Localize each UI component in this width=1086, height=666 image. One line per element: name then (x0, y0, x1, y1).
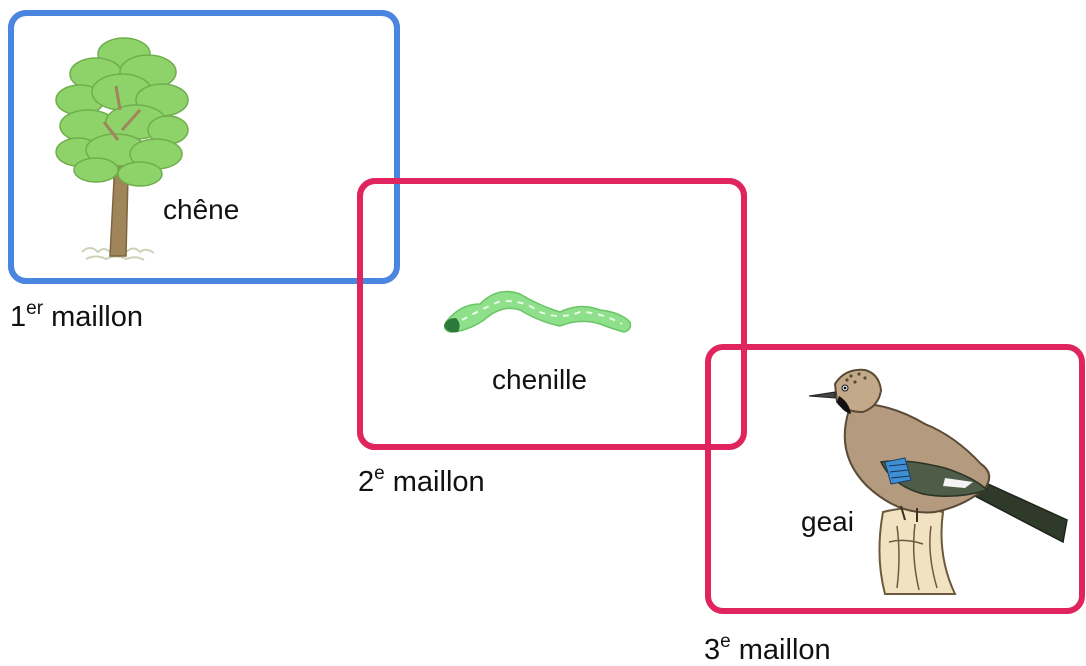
link-caption-1: 1er maillon (10, 299, 143, 333)
link-ordinal-suffix: er (26, 298, 44, 319)
link-number: 1 (10, 301, 27, 333)
link-ordinal-suffix: e (374, 463, 385, 484)
organism-label-jay: geai (801, 506, 854, 537)
caterpillar-icon (443, 290, 632, 333)
link-word: maillon (730, 634, 831, 666)
link-ordinal-suffix: e (720, 631, 731, 652)
jay-bird-icon (808, 368, 1068, 595)
organism-label-caterpillar: chenille (492, 364, 587, 395)
oak-tree-icon (55, 37, 189, 261)
organism-label-oak: chêne (163, 194, 240, 225)
link-number: 2 (358, 466, 375, 498)
link-caption-2: 2e maillon (358, 464, 485, 498)
link-word: maillon (43, 301, 143, 333)
link-number: 3 (704, 634, 721, 666)
link-word: maillon (384, 466, 485, 498)
link-caption-3: 3e maillon (704, 632, 831, 666)
